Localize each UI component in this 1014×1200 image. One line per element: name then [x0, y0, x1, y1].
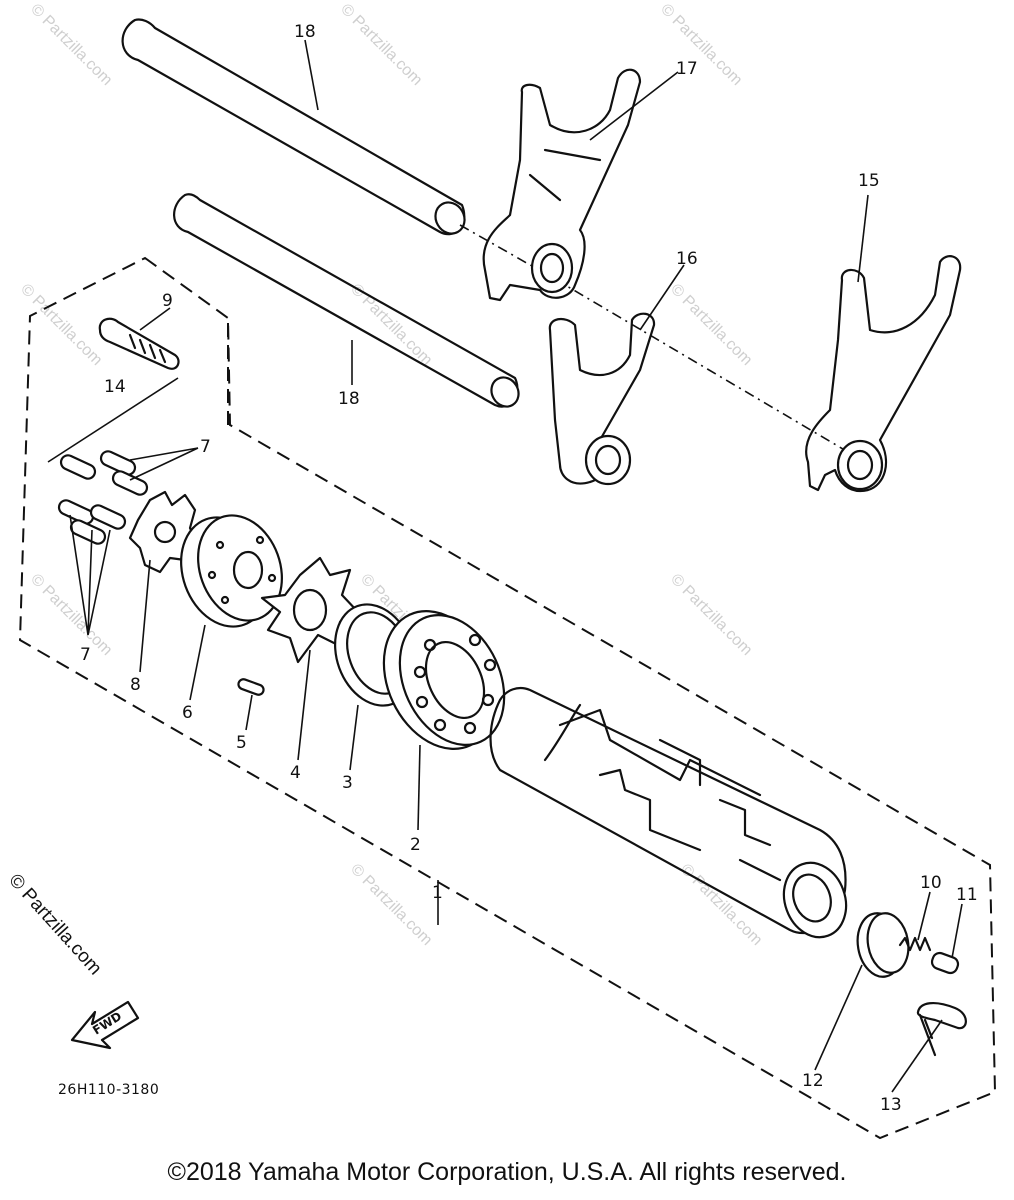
- copyright-notice: ©2018 Yamaha Motor Corporation, U.S.A. A…: [167, 1158, 847, 1186]
- callout-11: 11: [956, 885, 978, 905]
- part-4-pin: [237, 678, 265, 696]
- part-10-spring: [898, 936, 932, 952]
- callout-7-a: 7: [200, 437, 211, 457]
- part-17-shift-fork: [482, 68, 642, 302]
- pin-7: [111, 470, 149, 496]
- pin-7: [89, 504, 127, 530]
- callout-8: 8: [130, 675, 141, 695]
- watermark-text: © Partzilla.com: [17, 281, 105, 369]
- part-18-guide-bar-upper: [121, 18, 466, 236]
- pin-14: [59, 454, 97, 480]
- part-18-guide-bar-lower: [173, 193, 520, 408]
- watermark-text: © Partzilla.com: [27, 1, 115, 89]
- callout-12: 12: [802, 1071, 824, 1091]
- part-12-washer: [856, 912, 910, 978]
- callout-6: 6: [182, 703, 193, 723]
- assembly-outline: [18, 256, 997, 1140]
- callout-2: 2: [410, 835, 421, 855]
- part-5-stopper-star: [260, 556, 360, 664]
- drawing-code: 26H110-3180: [58, 1082, 160, 1098]
- part-13-screw: [916, 1002, 967, 1057]
- part-15-shift-fork: [805, 255, 962, 493]
- callout-18-lower: 18: [338, 389, 360, 409]
- callout-17: 17: [676, 59, 698, 79]
- watermark-text: © Partzilla.com: [27, 571, 115, 659]
- callout-3: 3: [342, 773, 353, 793]
- part-2-bearing: [382, 610, 506, 750]
- part-1-shift-drum: [489, 686, 848, 939]
- callout-5: 4: [290, 763, 301, 783]
- callout-16: 16: [676, 249, 698, 269]
- watermark-text: © Partzilla.com: [667, 571, 755, 659]
- part-7-and-14-pins: [47, 377, 179, 545]
- callout-9: 9: [162, 291, 173, 311]
- callout-15: 15: [858, 171, 880, 191]
- part-9-screw: [98, 317, 180, 370]
- part-11-pin: [930, 951, 960, 975]
- callout-13: 13: [880, 1095, 902, 1115]
- watermark-text: © Partzilla.com: [337, 1, 425, 89]
- callout-14: 14: [104, 377, 126, 397]
- callout-18-upper: 18: [294, 22, 316, 42]
- watermark-text: © Partzilla.com: [657, 1, 745, 89]
- callout-7-b: 7: [80, 645, 91, 665]
- callout-leader-lines: [69, 39, 963, 1093]
- pin-7: [57, 499, 95, 525]
- callout-4: 5: [236, 733, 247, 753]
- part-16-shift-fork: [548, 312, 656, 486]
- callout-10: 10: [920, 873, 942, 893]
- forward-direction-arrow: FWD: [70, 1000, 140, 1050]
- pin-7: [99, 450, 137, 476]
- assembly-axis-line: [459, 224, 871, 466]
- callout-labels: 18 17 15 16 9 18 14 7 7 8 6 5 4 3 2 1 10…: [80, 22, 978, 1115]
- watermark-text: © Partzilla.com: [667, 281, 755, 369]
- part-6-cam-plate: [180, 514, 283, 628]
- callout-1: 1: [432, 883, 443, 903]
